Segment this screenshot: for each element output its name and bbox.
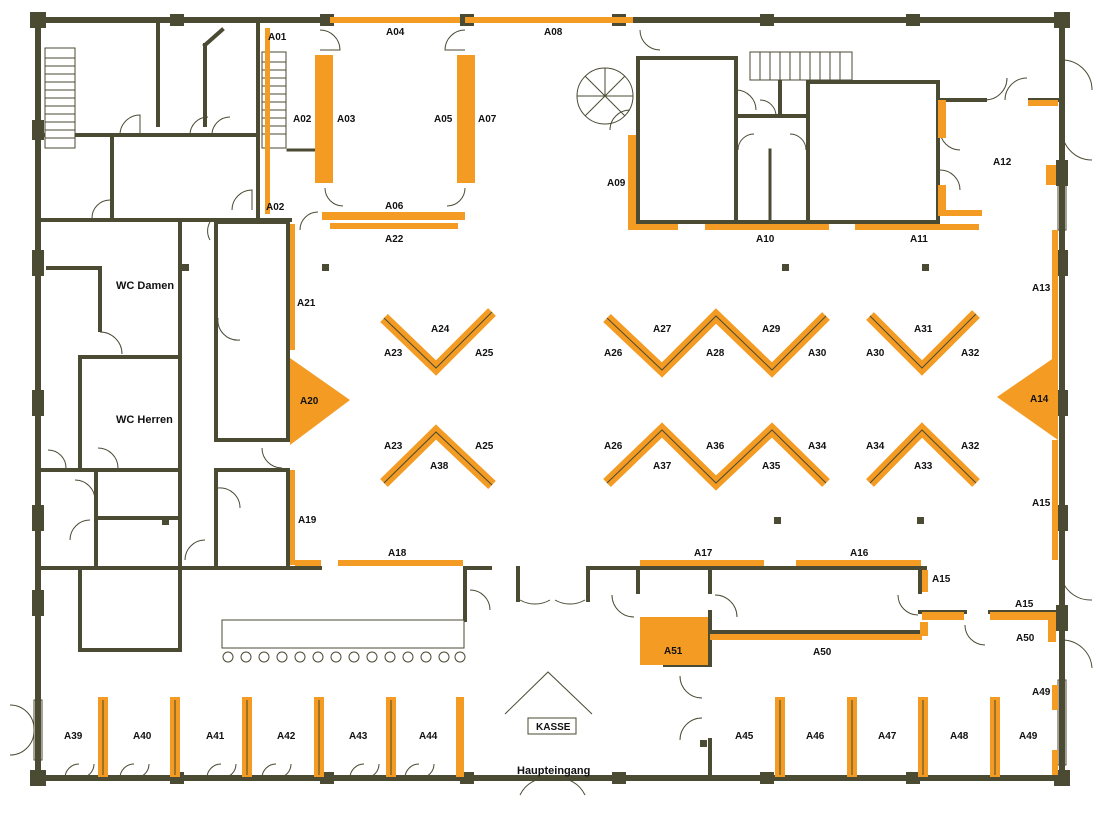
label-a05: A05 xyxy=(434,114,453,125)
wall-pilasters xyxy=(30,12,1070,786)
label-a21: A21 xyxy=(297,298,316,309)
label-a50-left: A50 xyxy=(813,647,832,658)
label-a41: A41 xyxy=(206,731,225,742)
label-a30-left: A30 xyxy=(808,348,827,359)
label-a26-top: A26 xyxy=(604,348,623,359)
label-a24: A24 xyxy=(431,324,450,335)
label-a42: A42 xyxy=(277,731,296,742)
label-a36: A36 xyxy=(706,441,725,452)
label-a49-upper: A49 xyxy=(1032,687,1051,698)
hall-pillars xyxy=(162,264,929,747)
label-a50-right: A50 xyxy=(1016,633,1035,644)
label-a34-left: A34 xyxy=(808,441,827,452)
island-booths xyxy=(380,308,980,491)
label-a26-bottom: A26 xyxy=(604,441,623,452)
label-a13: A13 xyxy=(1032,283,1051,294)
label-a48: A48 xyxy=(950,731,969,742)
entrance-marker xyxy=(504,671,593,735)
label-a14: A14 xyxy=(1030,394,1049,405)
label-a09: A09 xyxy=(607,178,626,189)
label-a28: A28 xyxy=(706,348,725,359)
label-a47: A47 xyxy=(878,731,897,742)
label-a15-lower: A15 xyxy=(1015,599,1034,610)
label-a39: A39 xyxy=(64,731,83,742)
label-a33: A33 xyxy=(914,461,933,472)
label-a07: A07 xyxy=(478,114,497,125)
staircase-top-left xyxy=(44,47,76,149)
label-a46: A46 xyxy=(806,731,825,742)
room-labels: WC Damen WC Herren KASSE Haupteingang xyxy=(116,280,590,777)
label-a25-top: A25 xyxy=(475,348,494,359)
spiral-staircase xyxy=(576,67,634,125)
door-swings xyxy=(9,29,1093,796)
staircase-top-right xyxy=(749,51,853,81)
label-a40: A40 xyxy=(133,731,152,742)
label-a31: A31 xyxy=(914,324,933,335)
label-a32-bottom: A32 xyxy=(961,441,980,452)
counter xyxy=(221,619,466,663)
label-a04: A04 xyxy=(386,27,405,38)
label-a37: A37 xyxy=(653,461,672,472)
kasse-box xyxy=(527,717,577,735)
label-a35: A35 xyxy=(762,461,781,472)
label-a06: A06 xyxy=(385,201,404,212)
label-a23-bottom: A23 xyxy=(384,441,403,452)
wc-herren-label: WC Herren xyxy=(116,414,173,426)
label-a44: A44 xyxy=(419,731,438,742)
label-a19: A19 xyxy=(298,515,317,526)
kasse-label: KASSE xyxy=(536,722,571,733)
label-a32-top: A32 xyxy=(961,348,980,359)
interior-walls xyxy=(36,18,1064,780)
label-a34-right: A34 xyxy=(866,441,885,452)
label-a11: A11 xyxy=(910,234,928,245)
label-a15-mid: A15 xyxy=(932,574,951,585)
label-a27: A27 xyxy=(653,324,672,335)
booth-labels: A01 A02 A02 A03 A04 A05 A06 A07 A08 A09 … xyxy=(64,27,1051,742)
label-a18: A18 xyxy=(388,548,407,559)
label-a25-bottom: A25 xyxy=(475,441,494,452)
label-a51: A51 xyxy=(664,646,683,657)
windows xyxy=(33,184,1067,779)
label-a30-right: A30 xyxy=(866,348,885,359)
label-a20: A20 xyxy=(300,396,319,407)
entrance-label: Haupteingang xyxy=(517,765,590,777)
label-a16: A16 xyxy=(850,548,869,559)
label-a03: A03 xyxy=(337,114,356,125)
label-a17: A17 xyxy=(694,548,713,559)
label-a15-right: A15 xyxy=(1032,498,1051,509)
label-a23-top: A23 xyxy=(384,348,403,359)
label-a02-top: A02 xyxy=(293,114,312,125)
label-a29: A29 xyxy=(762,324,781,335)
label-a01: A01 xyxy=(268,32,287,43)
label-a10: A10 xyxy=(756,234,775,245)
label-a12: A12 xyxy=(993,157,1012,168)
booths xyxy=(98,17,1058,777)
label-a22: A22 xyxy=(385,234,404,245)
label-a02-bottom: A02 xyxy=(266,202,285,213)
label-a49-right: A49 xyxy=(1019,731,1038,742)
label-a08: A08 xyxy=(544,27,563,38)
label-a43: A43 xyxy=(349,731,368,742)
wc-damen-label: WC Damen xyxy=(116,280,174,292)
label-a38: A38 xyxy=(430,461,449,472)
label-a45: A45 xyxy=(735,731,754,742)
